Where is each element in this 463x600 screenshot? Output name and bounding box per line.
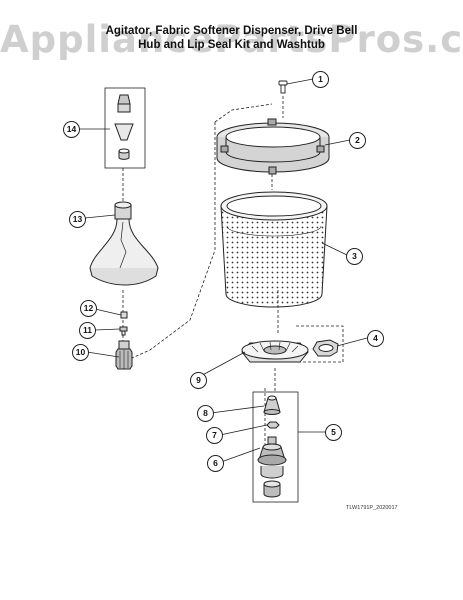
title-line-2: Hub and Lip Seal Kit and Washtub — [138, 39, 325, 51]
drawing-code: TLW1791P_2020017 — [346, 505, 398, 511]
callout-13: 13 — [69, 211, 86, 228]
diagram-title: Agitator, Fabric Softener Dispenser, Dri… — [0, 24, 463, 52]
part-4-hub-nut — [312, 339, 339, 357]
hub-coupling — [263, 480, 281, 498]
dispenser-box — [104, 87, 146, 169]
callout-12: 12 — [80, 300, 97, 317]
hub-kit-box — [252, 391, 299, 503]
part-10-agitator-cam — [115, 340, 133, 370]
part-6-hub — [257, 436, 287, 479]
callout-9: 9 — [190, 372, 207, 389]
part-7-nut — [266, 421, 280, 429]
callout-4: 4 — [367, 330, 384, 347]
part-9-drive-bell — [241, 340, 309, 363]
callout-3: 3 — [346, 248, 363, 265]
part-13-agitator — [89, 201, 159, 286]
callout-10: 10 — [72, 344, 89, 361]
callout-7: 7 — [206, 427, 223, 444]
callout-8: 8 — [197, 405, 214, 422]
title-line-1: Agitator, Fabric Softener Dispenser, Dri… — [105, 25, 358, 37]
callout-5: 5 — [325, 424, 342, 441]
watermark: AppliancePartsPros.com — [0, 18, 463, 61]
callout-1: 1 — [312, 71, 329, 88]
callout-11: 11 — [79, 322, 96, 339]
part-14-softener-dispenser — [114, 94, 134, 160]
part-8-lip-seal — [263, 395, 281, 415]
callout-14: 14 — [63, 121, 80, 138]
callout-leaders — [78, 78, 368, 463]
part-11-bolt — [119, 326, 128, 336]
part-3-washtub — [220, 191, 328, 308]
part-2-balance-ring — [216, 118, 330, 175]
part-1-screw — [278, 80, 288, 94]
callout-2: 2 — [349, 132, 366, 149]
callout-6: 6 — [207, 455, 224, 472]
part-12-washer — [120, 311, 128, 319]
